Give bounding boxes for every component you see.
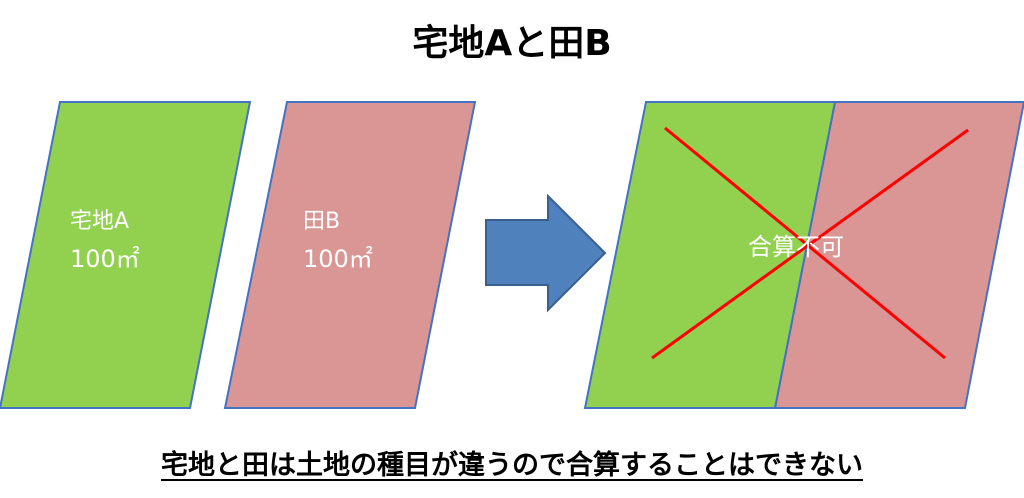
caption-text: 宅地と田は土地の種目が違うので合算することはできない (161, 450, 863, 481)
parcel-a-shape (0, 101, 252, 409)
parcel-b-area: 100㎡ (303, 245, 373, 273)
merged-parcel-a-shape (583, 101, 837, 409)
parcel-b-name: 田B (303, 209, 340, 234)
cross-line-right (651, 128, 969, 360)
result-label: 合算不可 (748, 233, 844, 261)
cross-line-left (664, 126, 946, 360)
right-arrow-icon (485, 193, 607, 313)
page-title: 宅地Aと田B (412, 23, 612, 64)
parcel-a-name: 宅地A (70, 209, 129, 234)
parcel-a-area: 100㎡ (70, 245, 140, 273)
parcel-b-shape (223, 101, 477, 409)
